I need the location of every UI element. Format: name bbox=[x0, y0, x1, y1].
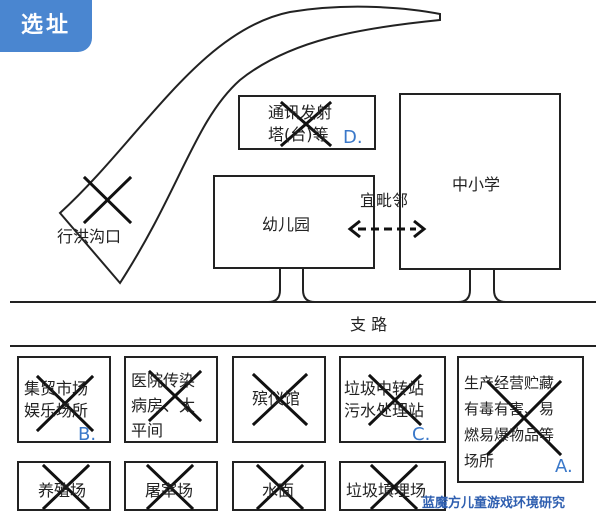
tower-label: 通讯发射 塔(台)等 bbox=[268, 103, 337, 144]
market-box bbox=[17, 356, 111, 443]
garbage-label: 垃圾中转站 污水处理站 bbox=[344, 379, 429, 420]
hazard-label: 生产经营贮藏 有毒有害、易 燃易爆物品等 场所 bbox=[464, 374, 559, 470]
market-label: 集贸市场 娱乐场所 bbox=[24, 379, 93, 420]
hazard-marker: A. bbox=[555, 456, 573, 477]
road-label: 支 路 bbox=[350, 315, 387, 334]
school-label: 中小学 bbox=[452, 175, 500, 194]
farm-label: 养殖场 bbox=[38, 481, 86, 500]
slaughter-label: 屠宰场 bbox=[145, 481, 193, 500]
adjacent-label: 宜毗邻 bbox=[360, 191, 408, 210]
landfill-label: 垃圾填埋场 bbox=[346, 481, 426, 500]
adjacent-arrow bbox=[347, 219, 427, 239]
flood-channel bbox=[58, 5, 441, 285]
slaughter-cross bbox=[145, 463, 195, 511]
flood-cross bbox=[82, 175, 133, 225]
pool-cross bbox=[255, 463, 305, 511]
pool-label: 水面 bbox=[262, 481, 294, 500]
tower-marker: D. bbox=[343, 127, 363, 148]
slaughter-box bbox=[124, 461, 218, 511]
funeral-label: 殡仪馆 bbox=[252, 389, 300, 408]
farm-cross bbox=[41, 463, 91, 511]
access-roads bbox=[267, 268, 507, 303]
hospital-cross bbox=[147, 369, 203, 423]
landfill-cross bbox=[369, 463, 419, 511]
kindergarten-label: 幼儿园 bbox=[262, 215, 310, 234]
funeral-cross bbox=[251, 372, 309, 427]
garbage-cross bbox=[367, 373, 423, 427]
flood-label: 行洪沟口 bbox=[57, 227, 121, 246]
market-marker: B. bbox=[78, 424, 96, 445]
hospital-label: 医院传染 病房、太 平间 bbox=[131, 371, 200, 440]
garbage-marker: C. bbox=[412, 424, 430, 445]
hazard-cross bbox=[485, 379, 563, 457]
school-box bbox=[399, 93, 561, 270]
tower-cross bbox=[279, 100, 333, 148]
market-cross bbox=[35, 374, 95, 433]
kindergarten-box bbox=[213, 175, 375, 269]
title-tab: 选址 bbox=[0, 0, 92, 52]
watermark: 蓝魔方儿童游戏环境研究 bbox=[422, 495, 565, 511]
